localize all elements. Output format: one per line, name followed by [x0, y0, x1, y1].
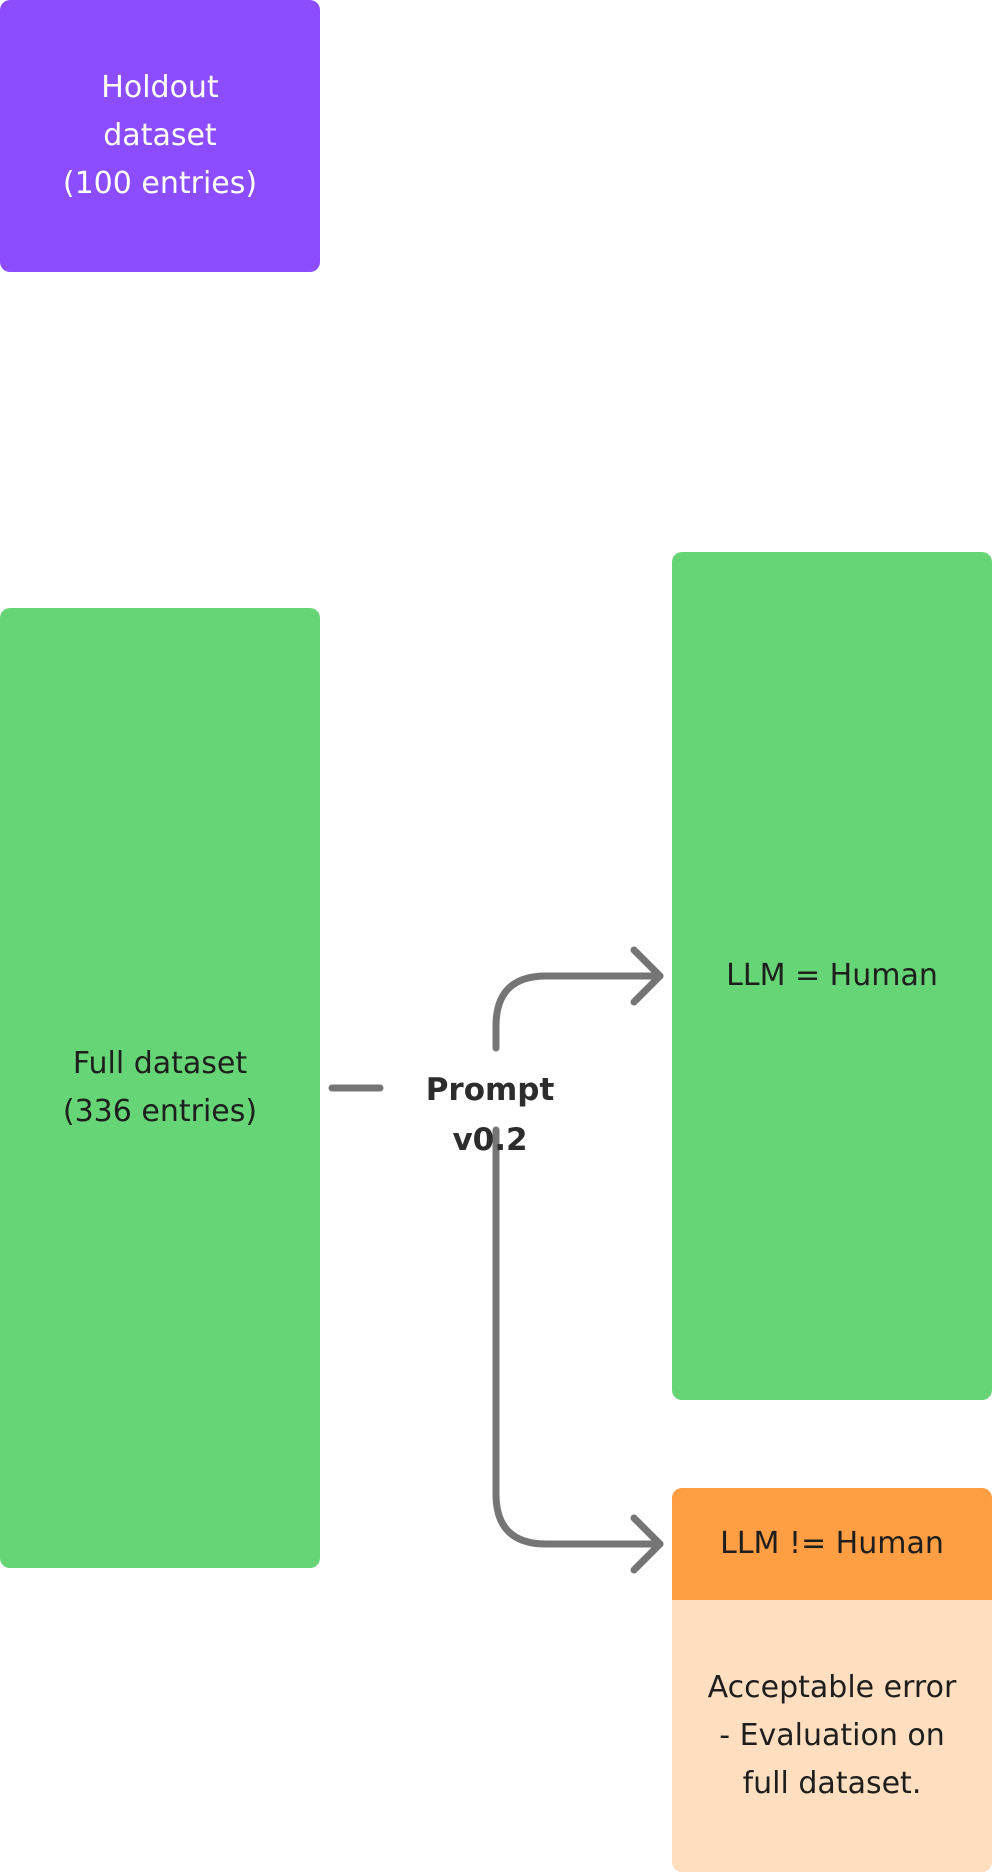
acceptable-error-note: Acceptable error - Evaluation on full da… — [672, 1600, 992, 1872]
full-dataset-line-2: (336 entries) — [62, 1094, 258, 1129]
arrow-to-mismatch — [492, 1126, 664, 1548]
arrow-to-match — [492, 972, 664, 1052]
llm-equals-human-label: LLM = Human — [726, 958, 938, 993]
full-dataset-node: Full dataset (336 entries) — [0, 608, 320, 1568]
holdout-line-3: (100 entries) — [62, 166, 258, 201]
holdout-line-1: Holdout — [101, 70, 219, 105]
holdout-line-2: dataset — [103, 118, 217, 153]
llm-equals-human-node: LLM = Human — [672, 552, 992, 1400]
arrowhead-to-mismatch-icon — [630, 1514, 664, 1574]
llm-not-equal-human-node: LLM != Human — [672, 1488, 992, 1600]
arrowhead-to-match-icon — [630, 946, 664, 1006]
full-dataset-line-1: Full dataset — [72, 1046, 248, 1081]
note-line-1: Acceptable error — [707, 1670, 957, 1705]
holdout-dataset-node: Holdout dataset (100 entries) — [0, 0, 320, 272]
note-line-2: - Evaluation on — [719, 1718, 945, 1753]
note-line-3: full dataset. — [742, 1766, 922, 1801]
prompt-version-label: Prompt v0.2 — [425, 1072, 555, 1158]
llm-not-equal-human-label: LLM != Human — [720, 1526, 944, 1561]
